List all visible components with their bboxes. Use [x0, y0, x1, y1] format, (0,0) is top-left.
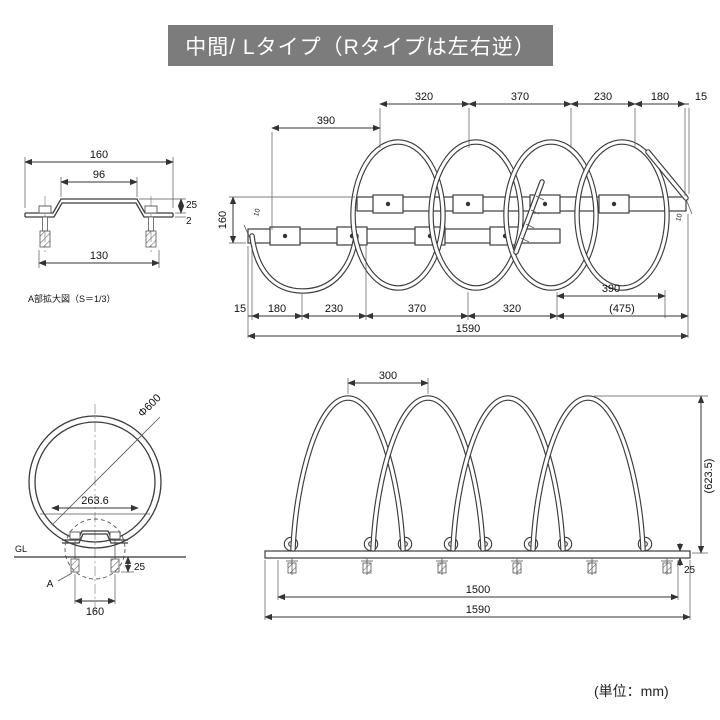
dim-label: 390 [317, 115, 335, 127]
anchor-hatch [145, 230, 157, 248]
side-view: 160 10 10 390 320 370 230 180 15 390 [217, 91, 707, 340]
base-rail [264, 550, 691, 559]
front-view: 300 (623.5) 25 1500 1590 [264, 370, 715, 621]
dim-label: 370 [511, 91, 529, 103]
lower-rail [247, 228, 561, 244]
dim-label: 15 [234, 303, 246, 315]
anchor-hatch [110, 558, 120, 573]
dim-label: 180 [651, 91, 669, 103]
note-label: 10 [675, 213, 684, 222]
dim-label: 25 [186, 200, 198, 211]
circle-view: Φ600 263.6 A GL 25 160 [14, 392, 186, 618]
dim-label: 1590 [456, 323, 480, 335]
dim-label: 230 [325, 303, 343, 315]
unit-note: (単位：mm) [594, 683, 669, 699]
dim-label: 390 [602, 283, 620, 295]
arch [370, 395, 486, 552]
coil-outline-inner [34, 421, 156, 543]
detail-a-circle [64, 518, 126, 580]
arch [290, 395, 406, 552]
anchor-hatch [39, 230, 51, 248]
detail-caption: A部拡大図（S＝1/3） [28, 293, 116, 304]
dim-label: 2 [186, 216, 192, 227]
page-title: 中間/ Lタイプ（Rタイプは左右逆） [185, 35, 536, 59]
detail-view: 160 96 130 25 2 A部拡大図（S＝1/3） [24, 149, 198, 304]
dim-label: 15 [695, 91, 707, 103]
dim-label: 300 [379, 370, 397, 382]
coil-outline-outer [28, 415, 162, 549]
ground-line-label: GL [15, 544, 27, 554]
dim-label: (623.5) [703, 459, 715, 494]
note-label: 10 [253, 208, 262, 217]
detail-mark: A [47, 579, 54, 590]
dim-label: 370 [408, 303, 426, 315]
dim-label: 160 [90, 149, 108, 161]
dim-label: 320 [415, 91, 433, 103]
arch [450, 395, 566, 552]
dim-label: 1590 [466, 604, 490, 616]
title-banner: 中間/ Lタイプ（Rタイプは左右逆） [168, 25, 553, 66]
dim-label: 160 [86, 606, 104, 618]
dim-label: 1500 [466, 584, 490, 596]
dim-label: 320 [503, 303, 521, 315]
dim-label: Φ600 [136, 392, 164, 420]
dim-label: 25 [134, 562, 146, 573]
dim-label: 96 [93, 169, 105, 181]
dim-label: 160 [217, 211, 229, 229]
dim-label: 230 [594, 91, 612, 103]
dim-label: (475) [609, 303, 635, 315]
dim-label: 130 [90, 250, 108, 262]
dim-label: 180 [268, 303, 286, 315]
dim-label: 263.6 [81, 495, 109, 507]
anchor-hatch [70, 558, 80, 573]
arch [530, 395, 646, 552]
anchor-bolts [286, 558, 673, 575]
